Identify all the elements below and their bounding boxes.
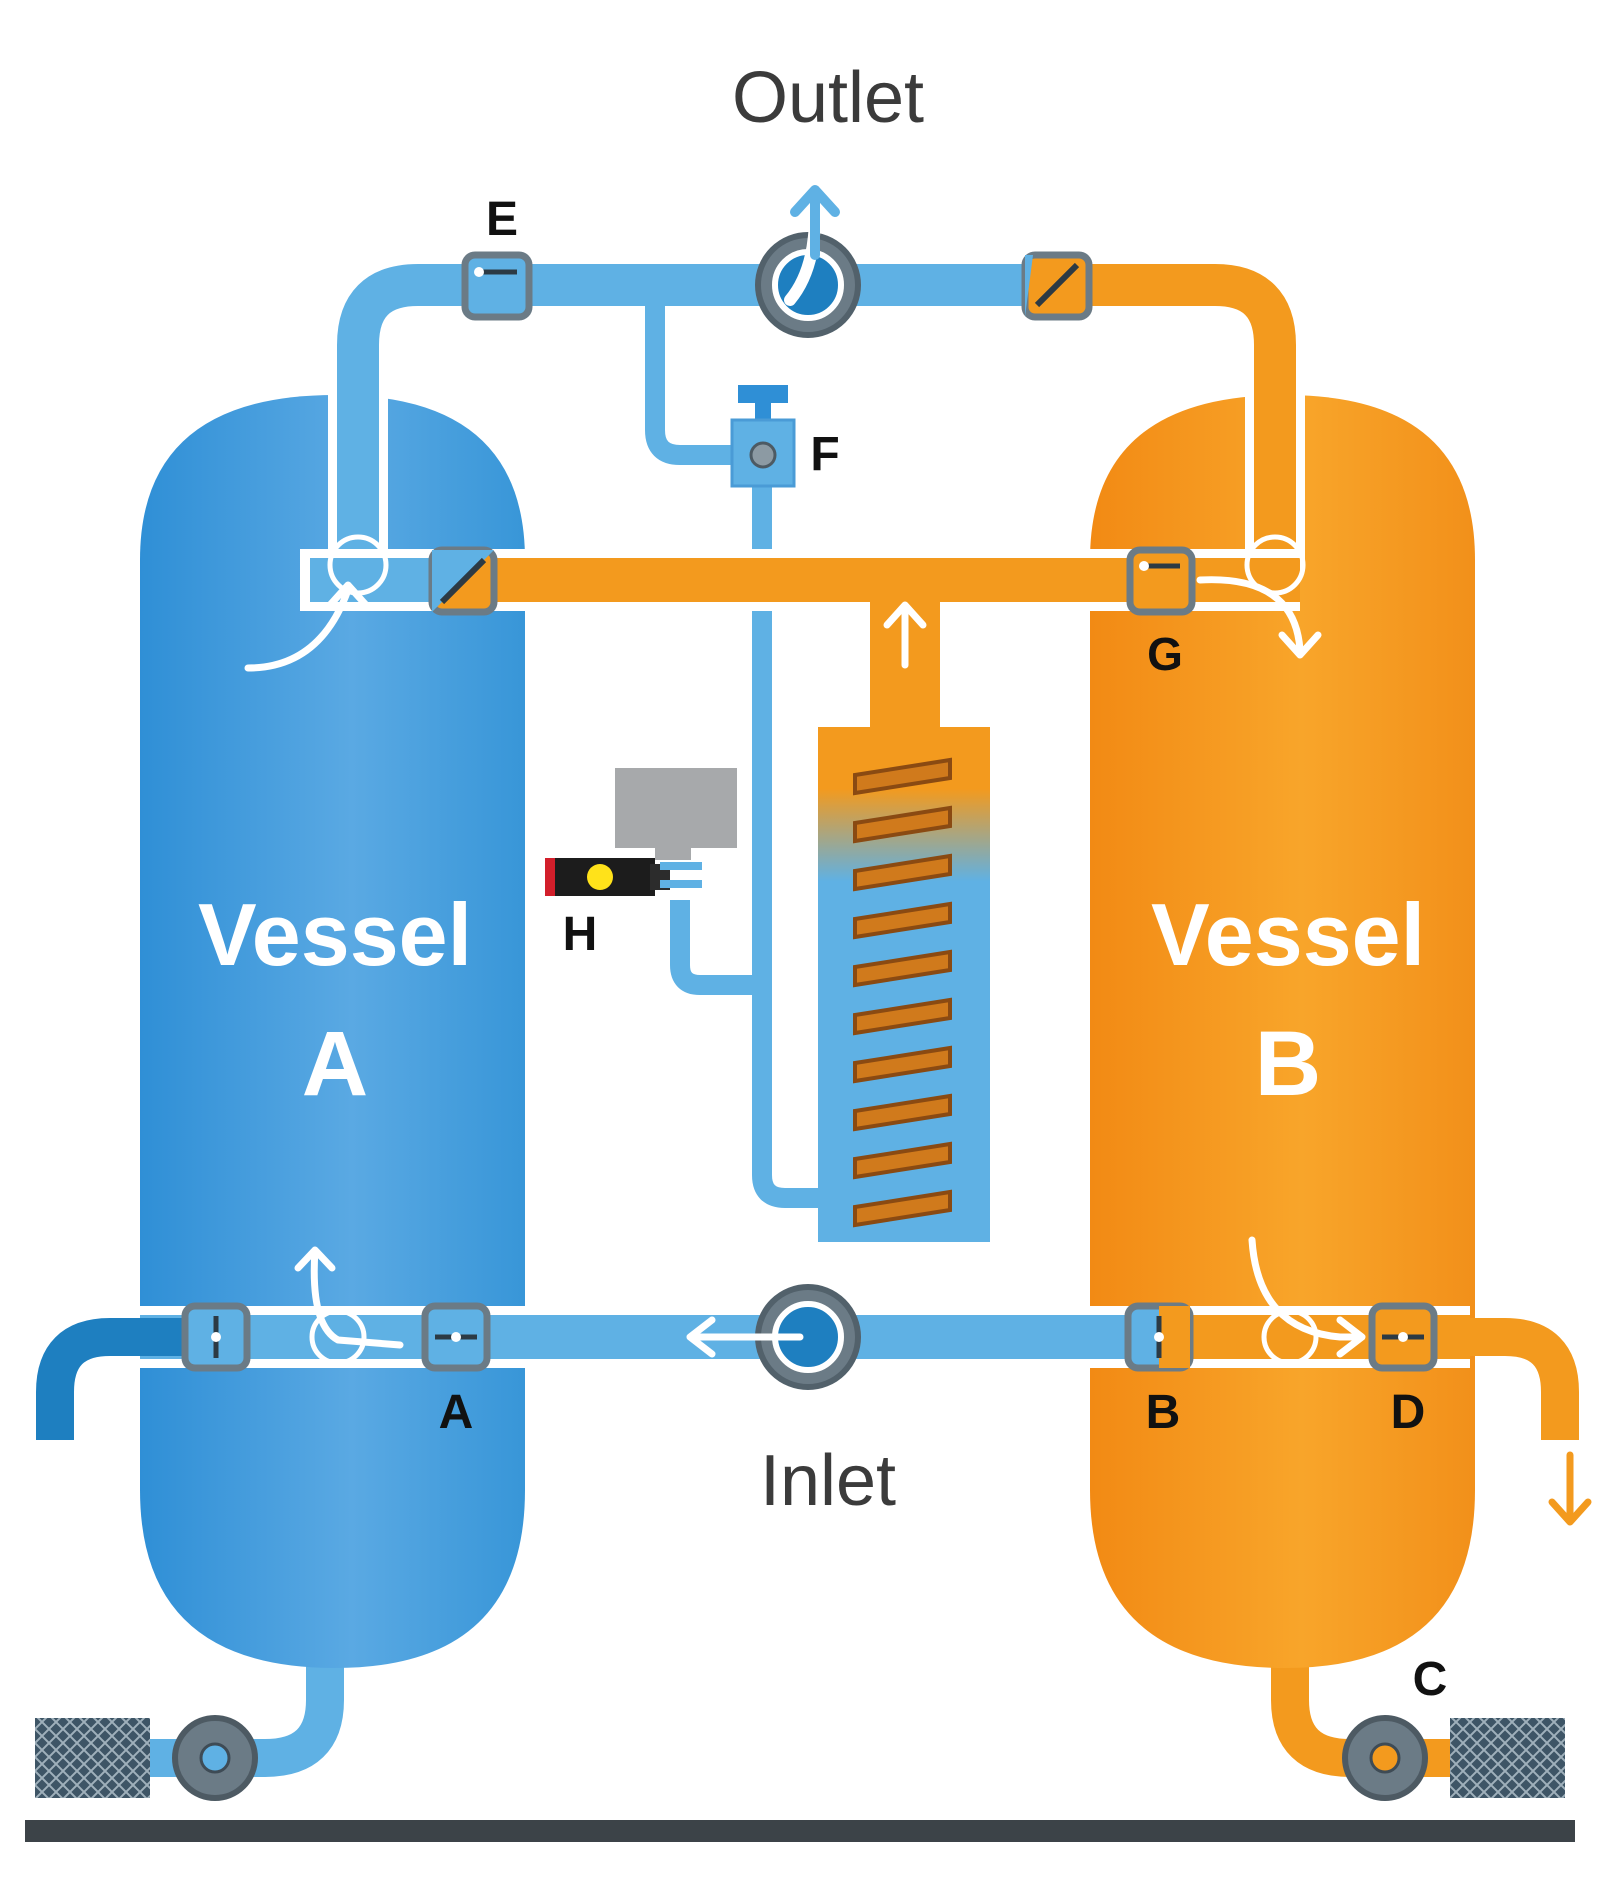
vessel-a-letter: A — [302, 1013, 368, 1115]
valve-a-label: A — [439, 1386, 474, 1439]
vessel-b-riser-pipe — [1070, 264, 1296, 570]
left-exhaust-pipe — [36, 1318, 220, 1440]
valve-f-label: F — [810, 428, 839, 481]
vessel-b-bottom-flow-arrow — [1248, 1236, 1366, 1358]
valve-b-label: B — [1146, 1386, 1181, 1439]
gauge-branch-pipe — [670, 900, 762, 995]
valve-e[interactable] — [461, 251, 533, 321]
heater-coil — [853, 757, 952, 1228]
outlet-right-valve[interactable] — [1021, 251, 1093, 321]
vessel-a-top-flow-arrow — [244, 581, 370, 672]
vessel-a-word: Vessel — [198, 885, 472, 984]
vessel-b-bottom-port — [1261, 1308, 1319, 1366]
outlet-up-arrow — [790, 185, 840, 260]
valve-b[interactable] — [1124, 1302, 1194, 1372]
purge-branch-pipe — [645, 290, 735, 465]
vessel-b-letter: B — [1255, 1013, 1321, 1115]
valve-c-label: C — [1413, 1653, 1448, 1706]
valve-e-label: E — [486, 193, 518, 246]
vessel-b-top-flow-arrow — [1196, 576, 1322, 659]
valve-f[interactable] — [730, 385, 796, 488]
valve-d-label: D — [1391, 1386, 1426, 1439]
vessel-b-word: Vessel — [1151, 885, 1425, 984]
valve-g-label: G — [1147, 628, 1183, 680]
heater-up-arrow — [883, 601, 927, 669]
valve-h-label: H — [563, 908, 598, 961]
inlet-left-arrow — [686, 1316, 804, 1358]
inlet-label: Inlet — [760, 1441, 896, 1521]
right-exhaust-pipe — [1390, 1318, 1579, 1440]
valve-g[interactable] — [1126, 546, 1196, 616]
vessel-a-riser-pipe — [337, 264, 820, 570]
valve-c[interactable] — [1342, 1715, 1428, 1801]
inlet-hub — [755, 1284, 861, 1390]
vessel-a-inlet-valve[interactable] — [181, 1302, 251, 1372]
vessel-a-bottom-port — [309, 1308, 367, 1366]
outlet-label: Outlet — [732, 58, 924, 138]
valve-d[interactable] — [1368, 1302, 1438, 1372]
vessel-a-regen-valve[interactable] — [428, 546, 498, 616]
vessel-a-drain-pipe — [140, 1650, 344, 1777]
vessel-b-silencer — [1450, 1718, 1565, 1798]
outlet-hub — [755, 232, 861, 338]
vessel-a-bottom-flow-arrow — [294, 1246, 404, 1349]
flow-arrows — [244, 185, 1592, 1526]
vessel-a-drain-valve[interactable] — [172, 1715, 258, 1801]
vessel-a-silencer — [35, 1718, 150, 1798]
base-bar — [25, 1820, 1575, 1842]
purge-down-pipe — [752, 485, 820, 1208]
valve-a[interactable] — [421, 1302, 491, 1372]
valve-h[interactable] — [545, 768, 737, 896]
exhaust-down-arrow — [1548, 1451, 1592, 1526]
